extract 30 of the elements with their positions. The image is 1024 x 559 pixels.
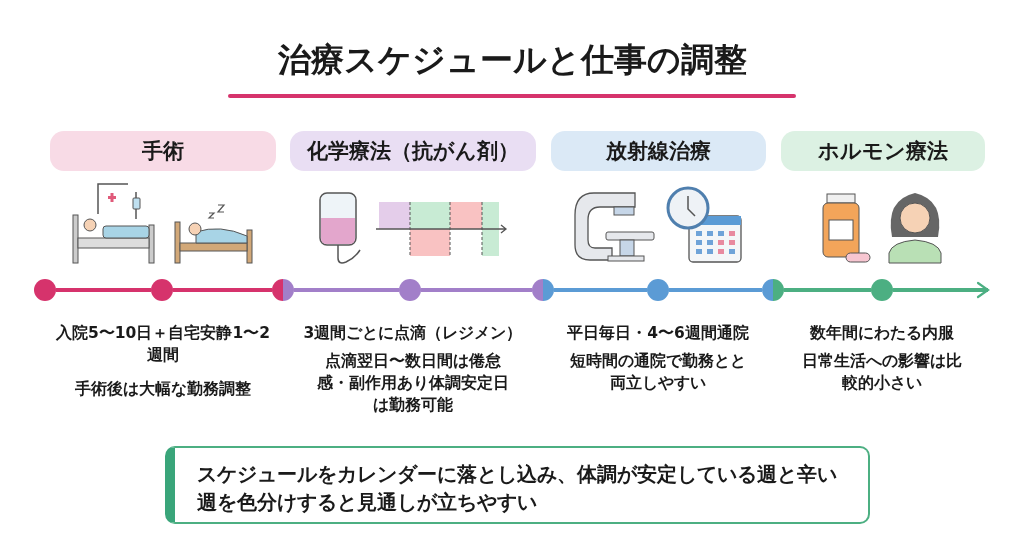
phase-header: 放射線治療 bbox=[551, 131, 766, 171]
timeline-line bbox=[173, 288, 272, 292]
timeline-line bbox=[294, 288, 399, 292]
timeline-dot bbox=[151, 279, 173, 301]
description-text: 点滴翌日〜数日間は倦怠感・副作用あり体調安定日は勤務可能 bbox=[316, 351, 510, 416]
description-text: 3週間ごとに点滴（レジメン） bbox=[302, 323, 524, 344]
description-text: 手術後は大幅な勤務調整 bbox=[74, 379, 252, 400]
description-text: 短時間の通院で勤務とと両立しやすい bbox=[569, 351, 747, 394]
description-text: 入院5〜10日＋自宅安静1〜2週間 bbox=[55, 323, 271, 366]
timeline-line bbox=[669, 288, 762, 292]
timeline-dot bbox=[532, 279, 554, 301]
phase-header: 手術 bbox=[50, 131, 276, 171]
timeline-dot bbox=[399, 279, 421, 301]
note-box: スケジュールをカレンダーに落とし込み、体調が安定している週と辛い週を色分けすると見通しが立ちやすい bbox=[165, 446, 870, 524]
title: 治療スケジュールと仕事の調整 bbox=[276, 39, 748, 81]
timeline-line bbox=[554, 288, 647, 292]
description-text: 日常生活への影響は比較的小さい bbox=[802, 351, 962, 394]
timeline-line bbox=[784, 288, 871, 292]
timeline-dot bbox=[647, 279, 669, 301]
phase-header: ホルモン療法 bbox=[781, 131, 985, 171]
timeline-dot bbox=[762, 279, 784, 301]
timeline-dot bbox=[34, 279, 56, 301]
description-text: 平日毎日・4〜6週間通院 bbox=[566, 323, 750, 344]
timeline-line bbox=[421, 288, 532, 292]
description-text: 数年間にわたる内服 bbox=[809, 323, 955, 344]
timeline-arrow bbox=[893, 281, 990, 299]
timeline-dot bbox=[272, 279, 294, 301]
timeline-dot bbox=[871, 279, 893, 301]
timeline-line bbox=[56, 288, 151, 292]
phase-header: 化学療法（抗がん剤） bbox=[290, 131, 536, 171]
